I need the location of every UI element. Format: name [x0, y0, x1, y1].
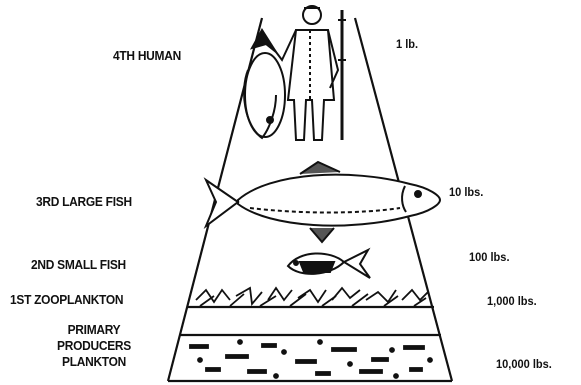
small-fish-icon: [288, 250, 370, 278]
level-label-line: PRIMARY: [48, 322, 140, 338]
level-label-zooplankton: 1ST ZOOPLANKTON: [10, 292, 123, 307]
level-label-small-fish: 2ND SMALL FISH: [31, 257, 126, 272]
zooplankton-icon: [196, 288, 428, 306]
phytoplankton-icon: [190, 340, 432, 378]
level-label-large-fish: 3RD LARGE FISH: [36, 194, 132, 209]
level-label-line: PRODUCERS: [48, 338, 140, 354]
large-fish-icon: [206, 162, 440, 242]
level-label-primary-producers: PRIMARY PRODUCERS PLANKTON: [48, 322, 140, 370]
weight-primary-producers: 10,000 lbs.: [496, 357, 552, 371]
weight-small-fish: 100 lbs.: [469, 250, 510, 264]
weight-large-fish: 10 lbs.: [449, 185, 483, 199]
level-label-human: 4TH HUMAN: [113, 48, 181, 63]
level-label-line: PLANKTON: [48, 354, 140, 370]
weight-zooplankton: 1,000 lbs.: [487, 294, 537, 308]
weight-human: 1 lb.: [396, 37, 418, 51]
